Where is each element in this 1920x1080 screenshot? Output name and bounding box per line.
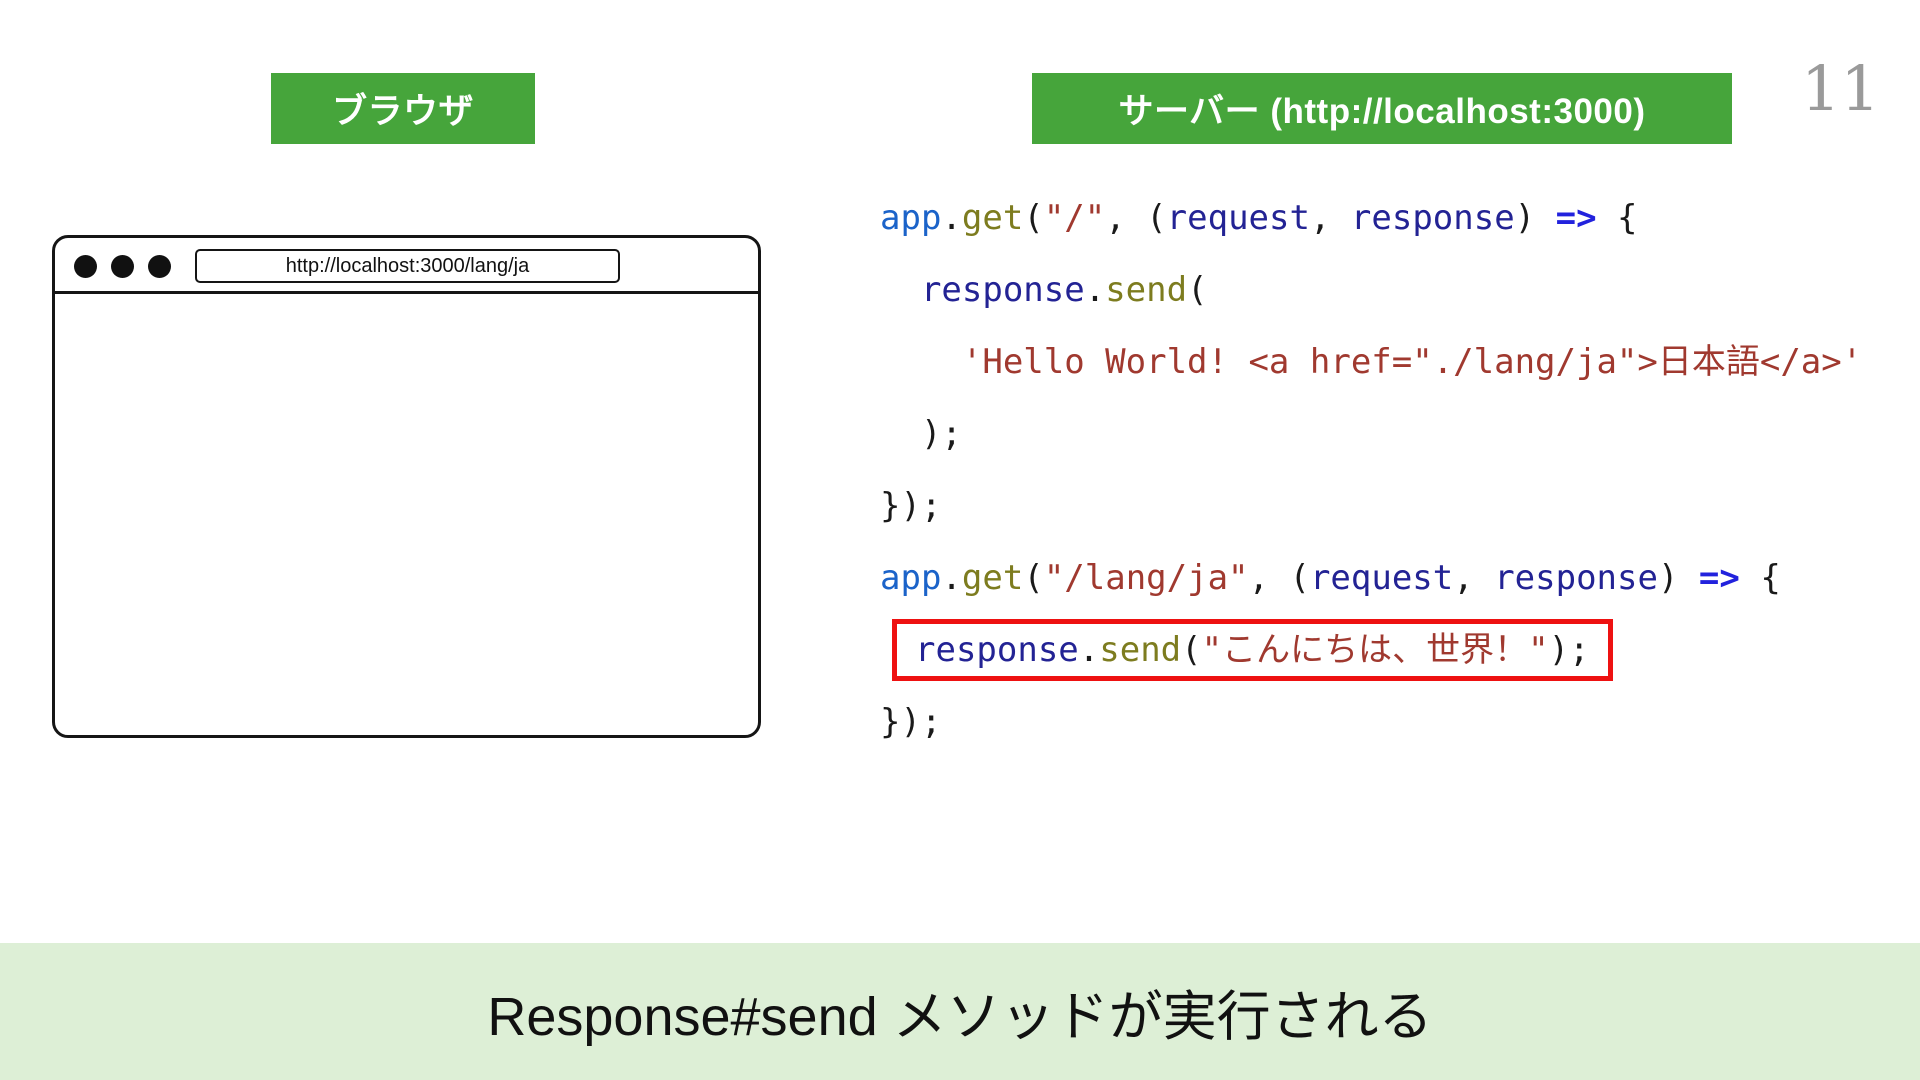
browser-titlebar: http://localhost:3000/lang/ja (55, 238, 758, 294)
code-token (880, 270, 921, 310)
code-line: }); (880, 686, 1862, 758)
code-line: app.get("/lang/ja", (request, response) … (880, 542, 1862, 614)
window-control-dot (74, 255, 97, 278)
code-token: request (1166, 198, 1310, 238)
code-token (880, 342, 962, 382)
code-token: ( (1023, 198, 1044, 238)
code-token: request (1309, 558, 1454, 598)
code-token: , ( (1248, 558, 1310, 598)
code-token: get (961, 558, 1024, 598)
code-token: ( (1023, 558, 1044, 598)
code-token: "/lang/ja" (1043, 558, 1249, 598)
code-token: app (880, 198, 942, 238)
code-token: . (941, 198, 962, 238)
code-token: response (920, 270, 1085, 310)
code-token: { (1596, 198, 1638, 238)
code-token: , ( (1105, 198, 1167, 238)
code-line: response.send("こんにちは、世界！"); (880, 614, 1862, 686)
code-line: ); (880, 398, 1862, 470)
code-token: response (1350, 198, 1515, 238)
code-block: app.get("/", (request, response) => { re… (880, 182, 1862, 758)
code-token: response (1494, 558, 1658, 598)
server-label: サーバー (http://localhost:3000) (1032, 73, 1732, 144)
code-token: send (1105, 270, 1188, 310)
code-line: }); (880, 470, 1862, 542)
code-token: ) (1657, 558, 1699, 598)
code-token: ); (1548, 630, 1590, 670)
code-token: "/" (1043, 198, 1106, 238)
code-token: , (1453, 558, 1495, 598)
window-control-dot (111, 255, 134, 278)
code-token: }); (880, 702, 942, 742)
code-token: send (1099, 630, 1182, 670)
code-line: response.send( (880, 254, 1862, 326)
code-token: "こんにちは、世界！" (1201, 630, 1549, 670)
code-token: ) (1514, 198, 1556, 238)
code-line: 'Hello World! <a href="./lang/ja">日本語</a… (880, 326, 1862, 398)
browser-viewport (55, 294, 758, 735)
code-token: { (1739, 558, 1781, 598)
browser-window: http://localhost:3000/lang/ja (52, 235, 761, 738)
page-number: 11 (1801, 52, 1880, 125)
code-token: , (1309, 198, 1351, 238)
footer-text: Response#send メソッドが実行される (487, 987, 1433, 1047)
code-token: ( (1187, 270, 1208, 310)
code-token: app (880, 558, 942, 598)
url-text: http://localhost:3000/lang/ja (285, 254, 530, 277)
code-token: . (1084, 270, 1106, 310)
code-token: => (1698, 558, 1740, 598)
code-token: . (941, 558, 962, 598)
code-token: response (915, 630, 1079, 670)
highlight-box: response.send("こんにちは、世界！"); (892, 619, 1613, 682)
footer-banner: Response#send メソッドが実行される (0, 943, 1920, 1080)
code-token: get (961, 198, 1024, 238)
code-token: ); (880, 414, 962, 454)
browser-label: ブラウザ (271, 73, 535, 144)
code-token: }); (880, 486, 942, 526)
code-token: 'Hello World! <a href="./lang/ja">日本語</a… (961, 342, 1863, 382)
window-control-dot (148, 255, 171, 278)
code-token: . (1078, 630, 1100, 670)
code-token: => (1555, 198, 1597, 238)
code-line: app.get("/", (request, response) => { (880, 182, 1862, 254)
url-bar: http://localhost:3000/lang/ja (195, 249, 620, 283)
code-token: ( (1181, 630, 1202, 670)
